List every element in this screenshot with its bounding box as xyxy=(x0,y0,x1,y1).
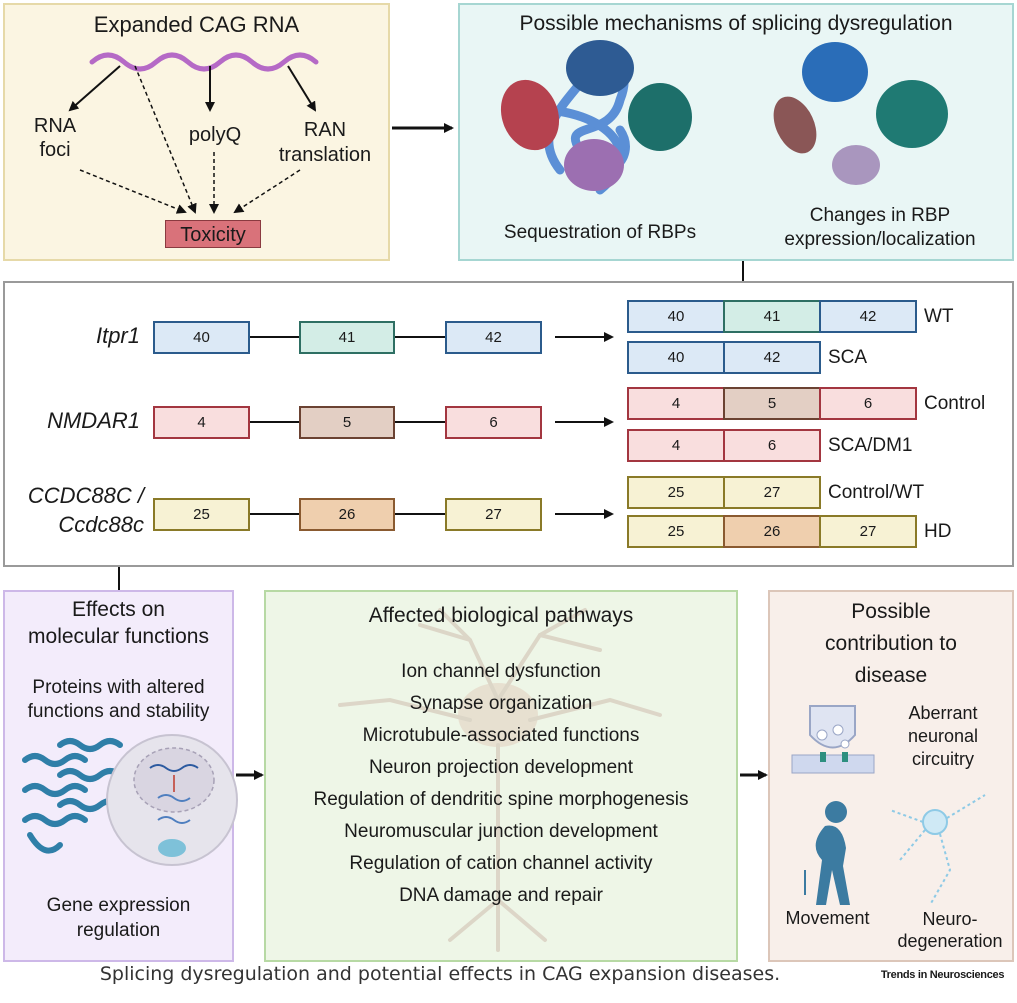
sequestration-rbps-illustration xyxy=(500,40,692,195)
exon: 27 xyxy=(445,498,542,531)
sequestration-label: Sequestration of RBPs xyxy=(503,222,697,243)
gene-expression-cell-icon xyxy=(106,734,238,866)
outcome-label: SCA xyxy=(828,347,868,368)
exon: 42 xyxy=(445,321,542,354)
outcome-label: WT xyxy=(924,306,954,327)
synapse-icon xyxy=(791,705,875,774)
pathway-item: Neuron projection development xyxy=(368,757,634,778)
exon: 4 xyxy=(153,406,250,439)
pathway-item: Synapse organization xyxy=(409,693,593,714)
gene-name-nmdar1: NMDAR1 xyxy=(47,408,140,433)
journal-logo: Trends in Neurosciences xyxy=(880,969,1005,981)
outcome-label: SCA/DM1 xyxy=(828,435,913,456)
exon: 27 xyxy=(819,515,917,548)
cag-rna-title: Expanded CAG RNA xyxy=(93,12,300,37)
gene-name-itpr1: Itpr1 xyxy=(95,323,140,348)
pathways-title: Affected biological pathways xyxy=(368,604,634,627)
person-movement-icon xyxy=(804,801,850,905)
exon: 40 xyxy=(627,300,725,333)
exon: 4 xyxy=(627,387,725,420)
neurodegeneration-label: Neuro-degeneration xyxy=(897,909,1003,951)
exon: 42 xyxy=(819,300,917,333)
exon: 4 xyxy=(627,429,725,462)
toxicity-box: Toxicity xyxy=(165,220,261,248)
exon: 6 xyxy=(445,406,542,439)
outcome-label: Control/WT xyxy=(828,482,925,503)
exon: 26 xyxy=(299,498,395,531)
exon: 40 xyxy=(627,341,725,374)
exon: 6 xyxy=(723,429,821,462)
exon: 6 xyxy=(819,387,917,420)
movement-label: Movement xyxy=(785,908,870,928)
outcome-label: HD xyxy=(924,521,952,542)
exon: 42 xyxy=(723,341,821,374)
exon: 25 xyxy=(627,515,725,548)
exon: 5 xyxy=(723,387,821,420)
exon: 27 xyxy=(723,476,821,509)
outcome-label: Control xyxy=(924,393,986,414)
neuron-illustration xyxy=(338,608,662,952)
exon: 25 xyxy=(153,498,250,531)
exon: 41 xyxy=(299,321,395,354)
mechanisms-title: Possible mechanisms of splicing dysregul… xyxy=(519,12,953,35)
cag-panel xyxy=(3,3,390,261)
exon: 26 xyxy=(723,515,821,548)
gene-name-ccdc88c: CCDC88C /Ccdc88c xyxy=(27,483,144,537)
pathway-item: Regulation of dendritic spine morphogene… xyxy=(313,789,689,810)
exon: 41 xyxy=(723,300,821,333)
pathway-item: Regulation of cation channel activity xyxy=(349,853,653,874)
exon: 40 xyxy=(153,321,250,354)
protein-helix-icon xyxy=(22,738,123,854)
rbp-changes-illustration xyxy=(773,42,948,185)
figure-caption: Splicing dysregulation and potential eff… xyxy=(99,963,781,985)
pathway-item: DNA damage and repair xyxy=(399,885,603,906)
disease-panel xyxy=(768,590,1014,962)
pathway-item: Neuromuscular junction development xyxy=(344,821,658,842)
polyq-label: polyQ xyxy=(188,124,242,146)
pathways-panel xyxy=(264,590,738,962)
exon: 25 xyxy=(627,476,725,509)
pathway-item: Ion channel dysfunction xyxy=(401,661,601,682)
cag-rna-wave-icon xyxy=(89,52,319,72)
degenerating-neuron-icon xyxy=(889,794,986,906)
exon: 5 xyxy=(299,406,395,439)
pathway-item: Microtubule-associated functions xyxy=(362,725,640,746)
